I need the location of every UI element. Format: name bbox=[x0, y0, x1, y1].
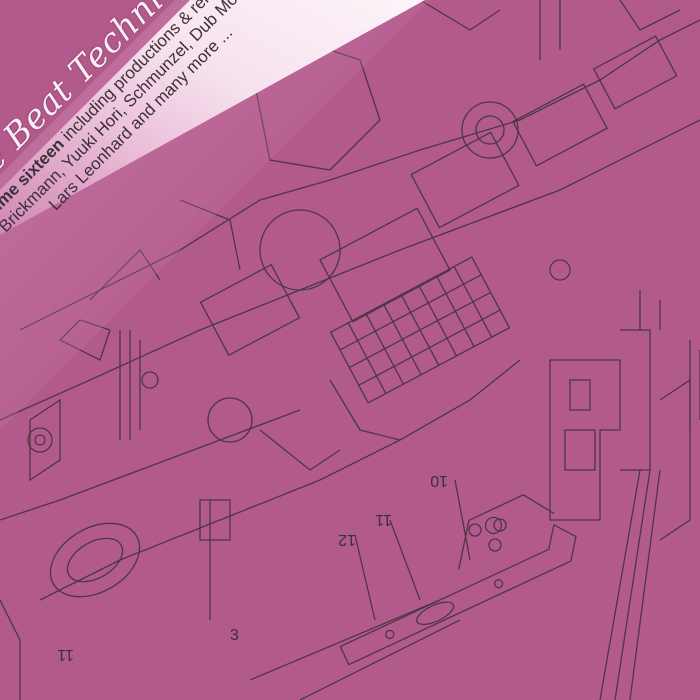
part-label-11: 11 bbox=[375, 511, 392, 528]
part-label-10: 10 bbox=[430, 472, 448, 489]
part-label-12: 12 bbox=[338, 531, 356, 548]
pulley-circle bbox=[461, 101, 519, 159]
ribbed-grid bbox=[329, 256, 511, 404]
side-assembly bbox=[549, 290, 700, 700]
oil-filter bbox=[49, 522, 141, 598]
bracket-part bbox=[339, 494, 577, 666]
part-label-3: 3 bbox=[230, 627, 239, 644]
part-label-11b: 11 bbox=[57, 646, 74, 663]
